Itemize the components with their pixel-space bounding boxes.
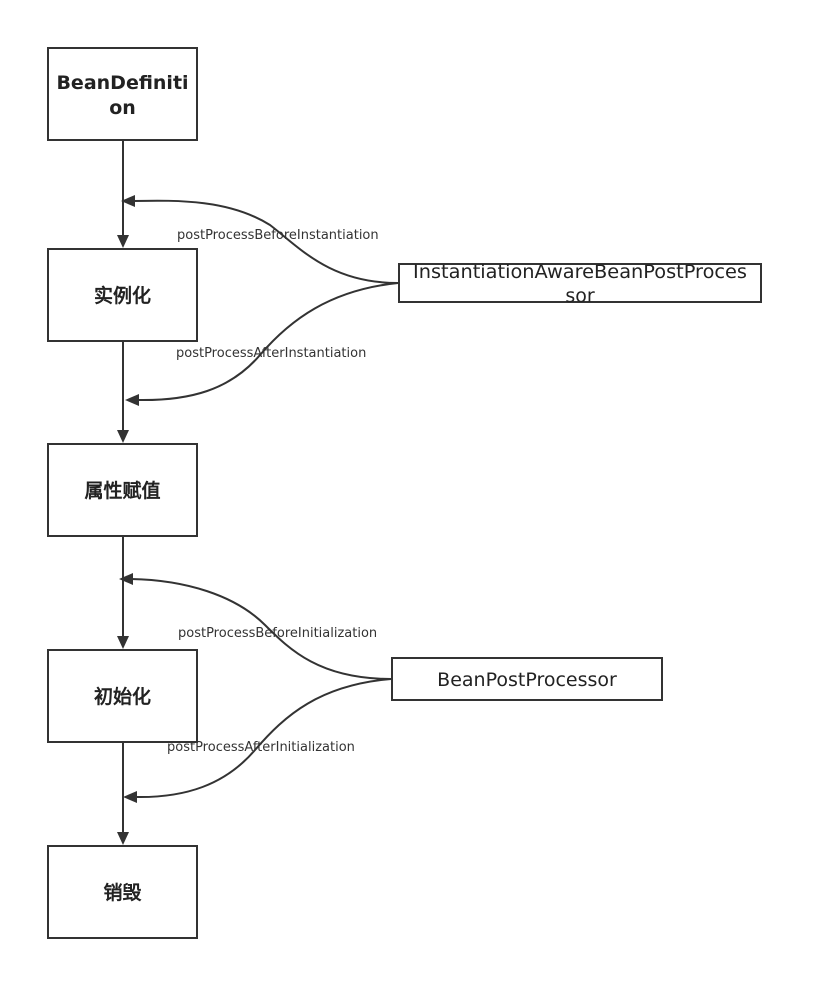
node-destroy-box: [47, 845, 198, 939]
node-populate-box: [47, 443, 198, 537]
before-initialization-curve: [130, 578, 392, 680]
processor-instantiation-aware: InstantiationAwareBeanPostProces sor: [398, 261, 762, 307]
instantiation-aware-hooks: [121, 195, 399, 406]
before-initialization-label: postProcessBeforeInitialization: [178, 626, 377, 641]
node-populate: 属性赋值: [47, 443, 198, 537]
after-initialization-label: postProcessAfterInitialization: [167, 740, 355, 755]
processor-bean-post-box: [391, 657, 663, 701]
after-initialization-arrowhead: [123, 791, 137, 803]
node-initialize: 初始化: [47, 649, 198, 743]
after-instantiation-curve: [136, 282, 399, 402]
node-bean-definition-box: [47, 47, 198, 141]
after-instantiation-arrowhead: [125, 394, 139, 406]
processor-instantiation-aware-box: [398, 263, 762, 303]
after-initialization-curve: [134, 678, 392, 799]
processor-bean-post-label: BeanPostProcessor: [437, 669, 617, 691]
flow-arrow-destroy: [117, 832, 129, 845]
node-bean-definition: BeanDefiniti on: [47, 47, 198, 141]
node-destroy-label: 销毁: [103, 881, 141, 904]
main-flow-connectors: [117, 140, 129, 845]
bean-post-processor-hooks: [119, 573, 392, 803]
node-populate-label: 属性赋值: [84, 479, 160, 502]
processor-bean-post: BeanPostProcessor: [391, 657, 663, 701]
node-instantiate-box: [47, 248, 198, 342]
flow-arrow-populate: [117, 430, 129, 443]
before-instantiation-label: postProcessBeforeInstantiation: [177, 228, 379, 243]
flow-arrow-initialize: [117, 636, 129, 649]
hook-labels: postProcessBeforeInstantiation postProce…: [167, 228, 379, 755]
node-instantiate: 实例化: [47, 248, 198, 342]
node-initialize-label: 初始化: [94, 685, 151, 708]
before-instantiation-curve: [132, 199, 399, 284]
after-instantiation-label: postProcessAfterInstantiation: [176, 346, 366, 361]
node-instantiate-label: 实例化: [94, 284, 151, 307]
processor-instantiation-aware-label-line1: InstantiationAwareBeanPostProces: [413, 261, 747, 283]
before-instantiation-arrowhead: [121, 195, 135, 207]
node-bean-definition-label-line2: on: [109, 97, 136, 119]
before-initialization-arrowhead: [119, 573, 133, 585]
node-bean-definition-label-line1: BeanDefiniti: [56, 72, 188, 94]
node-destroy: 销毁: [47, 845, 198, 939]
flow-arrow-instantiate: [117, 235, 129, 248]
processor-instantiation-aware-label-line2: sor: [565, 285, 595, 307]
node-initialize-box: [47, 649, 198, 743]
